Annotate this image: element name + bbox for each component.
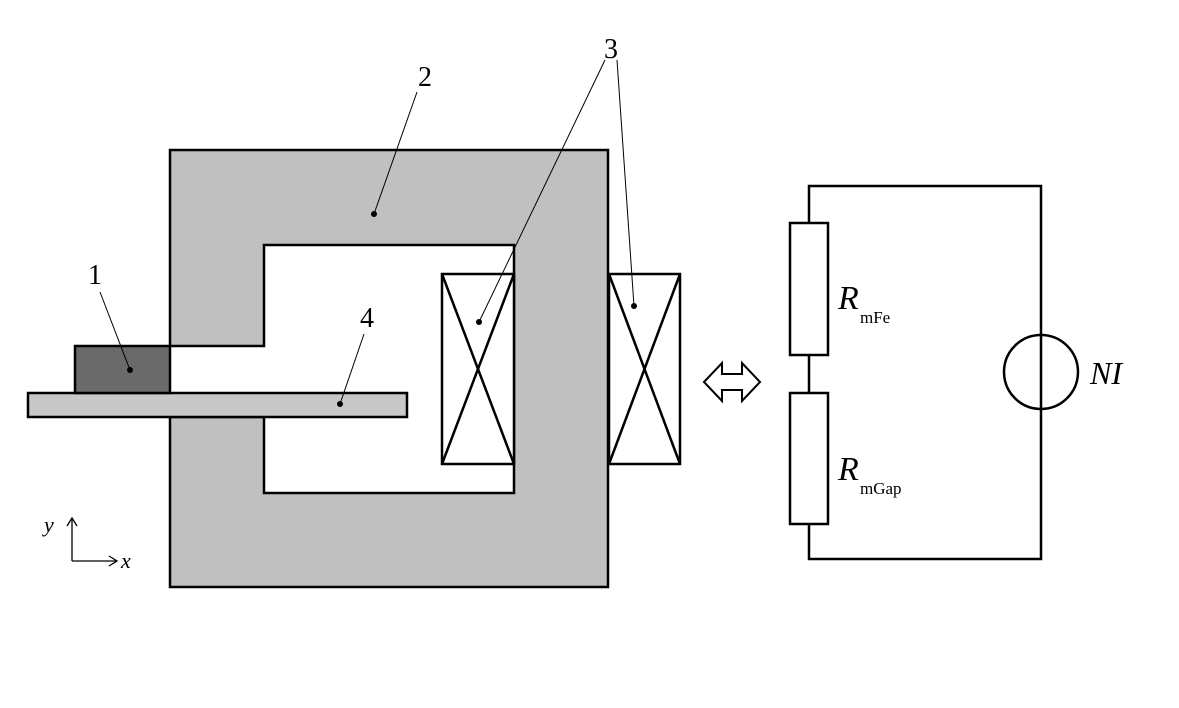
mmf-source	[1002, 333, 1080, 411]
equivalence-arrow	[702, 360, 762, 404]
r-fe-symbol: R	[837, 280, 859, 317]
label-part-3: 3	[604, 34, 618, 65]
label-part-4: 4	[360, 303, 374, 334]
magnet-block	[73, 344, 172, 395]
resistor-r-gap	[788, 391, 830, 526]
r-gap-symbol: R	[837, 451, 859, 488]
r-fe-subscript: mFe	[860, 308, 890, 327]
r-gap-subscript: mGap	[860, 479, 902, 498]
armature-plate	[26, 391, 409, 419]
label-part-2: 2	[418, 62, 432, 93]
resistor-r-fe	[788, 221, 830, 357]
label-part-1: 1	[88, 260, 102, 291]
coil-outer	[607, 272, 682, 466]
source-label: NI	[1089, 355, 1123, 391]
coil-inner	[440, 272, 516, 466]
coordinate-axes	[66, 516, 119, 567]
leader-dots	[127, 211, 637, 407]
equivalent-circuit	[807, 184, 1043, 561]
leader-lines	[99, 59, 635, 405]
axis-x-label: x	[120, 548, 131, 573]
iron-core	[168, 148, 610, 589]
axis-y-label: y	[42, 512, 54, 537]
